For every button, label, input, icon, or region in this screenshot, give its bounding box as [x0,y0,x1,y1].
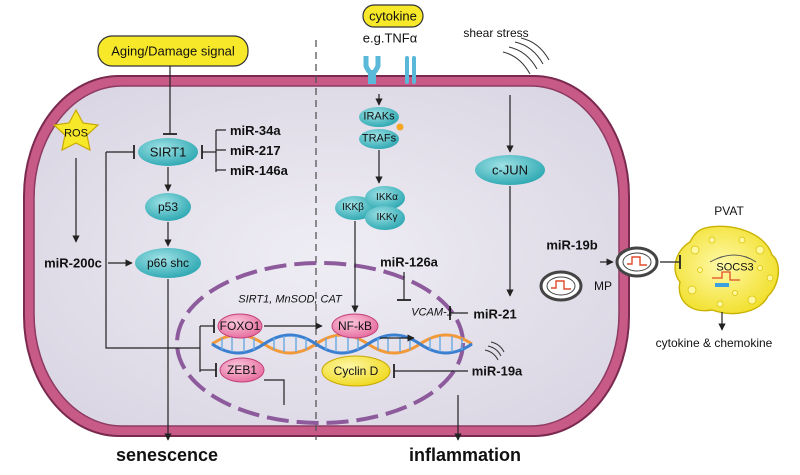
nfkb-node [331,313,379,339]
cytokine-chemokine-label: cytokine & chemokine [655,336,773,350]
iraks-node [359,107,399,127]
target-genes-label: SIRT1, MnSOD, CAT [238,293,342,306]
iraks-label: IRAKs [363,110,395,123]
mp-vesicle-cell-edge [615,246,659,278]
shear-stress-icon [502,37,550,75]
ikka-label: IKKα [376,192,398,203]
aging-signal-box [97,35,249,67]
p53-label: p53 [157,200,179,214]
cjun-label: c-JUN [491,162,529,178]
mp-vesicle-inside [539,270,583,302]
cjun-node [475,155,545,185]
zeb1-node [219,357,265,383]
cyclind-label: Cyclin D [333,364,379,378]
mir126a-label: miR-126a [380,254,438,270]
zeb1-label: ZEB1 [226,363,258,377]
mp-label: MP [594,279,612,293]
mir19b-label: miR-19b [546,237,598,253]
mir19a-label: miR-19a [471,363,523,379]
ikkg-node [365,206,405,230]
foxo1-label: FOXO1 [219,319,261,333]
inflammation-label: inflammation [408,445,522,465]
nucleus-envelope [175,261,465,425]
shear-stress-label: shear stress [463,26,529,40]
receptor-pair-icon [405,56,416,84]
ros-label: ROS [64,127,88,140]
pvat-adipocyte [674,225,779,315]
mir200c-label: miR-200c [44,255,102,271]
aging-signal-label: Aging/Damage signal [111,43,235,59]
nfkb-label: NF-kB [338,319,372,333]
sirt1-node [138,138,198,166]
mir21-label: miR-21 [473,306,517,322]
p66shc-node [135,248,201,278]
sirt1-label: SIRT1 [149,144,187,160]
socs3-label: SOCS3 [716,261,754,274]
trafs-label: TRAFs [361,132,397,145]
vcam1-label: VCAM-1 [411,306,453,319]
mir217-label: miR-217 [230,143,281,158]
ros-star [52,108,100,152]
cyclind-node [321,355,391,387]
mir34a-label: miR-34a [230,123,281,138]
pvat-label: PVAT [714,204,744,218]
ikkb-label: IKKβ [342,202,364,213]
tnf-label: e.g.TNFα [362,30,418,46]
senescence-label: senescence [115,445,219,465]
ikka-node [365,186,405,210]
cytokine-label: cytokine [369,8,417,24]
p53-node [145,193,191,221]
mir146a-label: miR-146a [230,163,288,178]
traf-marker [396,123,404,131]
ikkg-label: IKKγ [376,212,398,223]
shear-stress-small-icon [484,341,505,361]
tnf-receptor-icon [363,56,381,84]
trafs-node [359,129,399,149]
dna-helix [211,333,473,355]
cytokine-box [362,4,424,28]
p66shc-label: p66 shc [146,256,190,270]
ikkb-node [335,196,375,220]
foxo1-node [217,313,263,339]
